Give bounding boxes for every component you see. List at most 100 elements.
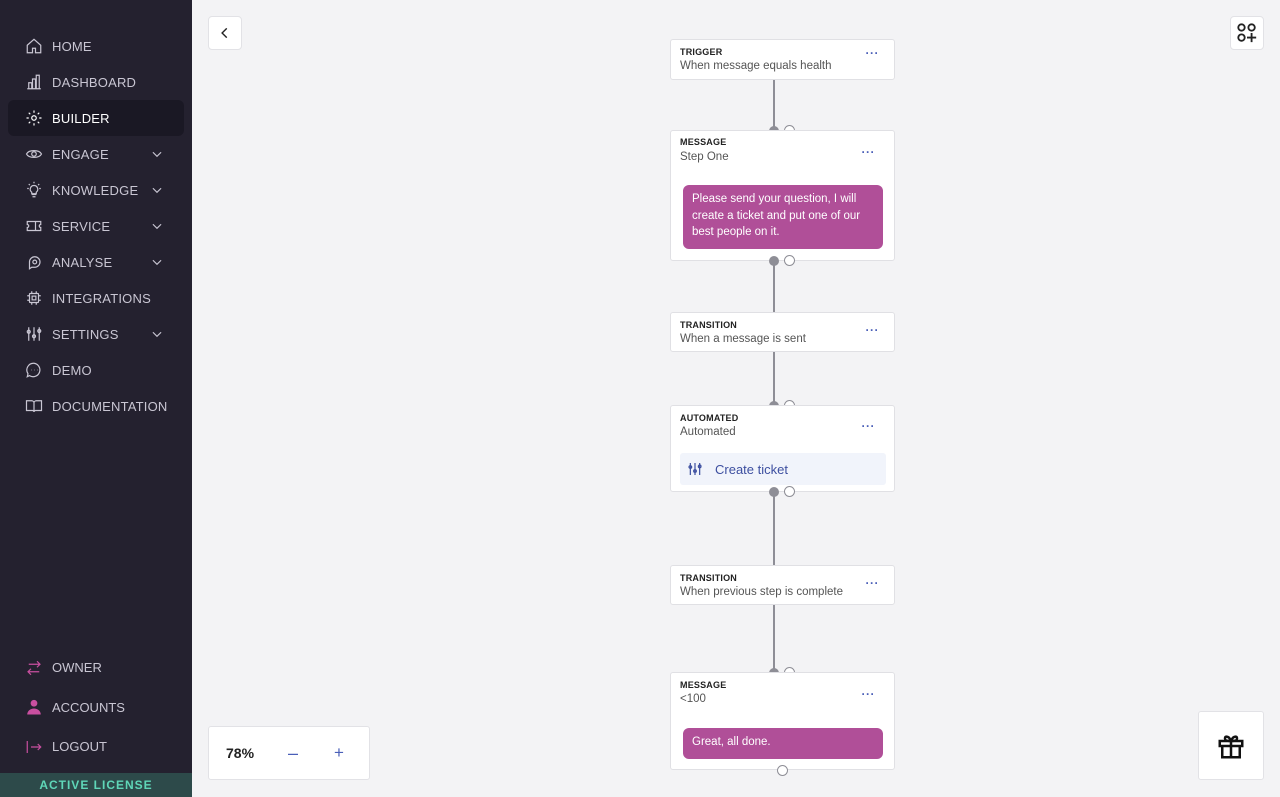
sidebar-item-service[interactable]: SERVICE	[8, 208, 184, 244]
card-type-label: TRANSITION	[680, 320, 737, 330]
transition-card[interactable]: TRANSITION When a message is sent ···	[670, 312, 895, 352]
card-subtitle: When a message is sent	[680, 333, 806, 345]
grid-plus-icon	[1236, 22, 1258, 44]
chat-bubble-icon	[25, 361, 43, 379]
sidebar-item-label: DASHBOARD	[52, 74, 137, 90]
gift-button[interactable]	[1198, 711, 1264, 780]
zoom-out-button[interactable]: –	[287, 742, 298, 763]
builder-icon	[25, 109, 43, 127]
zoom-in-button[interactable]: +	[334, 743, 344, 762]
home-icon	[25, 37, 43, 55]
connector-dot-open[interactable]	[777, 765, 788, 776]
sidebar-item-label: OWNER	[52, 660, 102, 676]
transition-card[interactable]: TRANSITION When previous step is complet…	[670, 565, 895, 605]
book-icon	[25, 397, 43, 415]
connector-line	[773, 492, 775, 565]
card-type-label: AUTOMATED	[680, 413, 739, 423]
sidebar-item-label: SERVICE	[52, 218, 111, 234]
connector-dot-open[interactable]	[784, 486, 795, 497]
analyse-icon	[25, 253, 43, 271]
create-ticket-action[interactable]: Create ticket	[680, 453, 886, 485]
message-card[interactable]: MESSAGE Step One ··· Please send your qu…	[670, 130, 895, 261]
sliders-icon	[688, 463, 702, 475]
card-subtitle: <100	[680, 693, 706, 705]
card-type-label: TRANSITION	[680, 573, 737, 583]
sidebar-nav: HOME DASHBOARD BUILDER ENGAGE KNOWLEDGE …	[8, 28, 184, 424]
add-node-button[interactable]	[1230, 16, 1264, 50]
lightbulb-icon	[25, 181, 43, 199]
sidebar-item-label: ANALYSE	[52, 254, 113, 270]
sidebar-item-label: LOGOUT	[52, 739, 107, 755]
connector-line	[773, 605, 775, 672]
chevron-down-icon[interactable]	[150, 219, 164, 233]
sidebar-item-builder[interactable]: BUILDER	[8, 100, 184, 136]
sidebar-item-documentation[interactable]: DOCUMENTATION	[8, 388, 184, 424]
trigger-card[interactable]: TRIGGER When message equals health ···	[670, 39, 895, 80]
action-label: Create ticket	[715, 461, 788, 477]
sidebar-item-owner[interactable]: OWNER	[8, 648, 184, 688]
message-bubble: Great, all done.	[683, 728, 883, 759]
sidebar-item-label: INTEGRATIONS	[52, 290, 151, 306]
chip-icon	[25, 289, 43, 307]
connector-dot-open[interactable]	[784, 255, 795, 266]
sidebar-item-label: ACCOUNTS	[52, 699, 125, 715]
zoom-control: 78% – +	[208, 726, 370, 780]
logout-icon	[25, 738, 43, 756]
sidebar-item-accounts[interactable]: ACCOUNTS	[8, 688, 184, 728]
card-type-label: MESSAGE	[680, 137, 727, 147]
gift-icon	[1216, 731, 1246, 761]
sidebar-item-label: KNOWLEDGE	[52, 182, 139, 198]
zoom-level: 78%	[226, 745, 255, 761]
chevron-left-icon	[218, 26, 232, 40]
sidebar-item-label: DEMO	[52, 362, 92, 378]
more-options-icon[interactable]: ···	[861, 145, 875, 159]
swap-arrows-icon	[25, 659, 43, 677]
card-subtitle: When previous step is complete	[680, 586, 843, 598]
eye-icon	[25, 145, 43, 163]
message-card[interactable]: MESSAGE <100 ··· Great, all done.	[670, 672, 895, 770]
sidebar-item-engage[interactable]: ENGAGE	[8, 136, 184, 172]
sidebar-item-knowledge[interactable]: KNOWLEDGE	[8, 172, 184, 208]
ticket-icon	[25, 217, 43, 235]
chevron-down-icon[interactable]	[150, 255, 164, 269]
connector-line	[773, 352, 775, 405]
connector-dot-filled	[769, 256, 779, 266]
sidebar-item-integrations[interactable]: INTEGRATIONS	[8, 280, 184, 316]
card-type-label: TRIGGER	[680, 47, 723, 57]
card-type-label: MESSAGE	[680, 680, 727, 690]
sidebar-item-analyse[interactable]: ANALYSE	[8, 244, 184, 280]
card-subtitle: When message equals health	[680, 60, 832, 72]
chevron-down-icon[interactable]	[150, 183, 164, 197]
more-options-icon[interactable]: ···	[865, 46, 879, 60]
card-subtitle: Step One	[680, 151, 729, 163]
message-bubble: Please send your question, I will create…	[683, 185, 883, 249]
sidebar-item-logout[interactable]: LOGOUT	[8, 727, 184, 767]
sidebar-item-settings[interactable]: SETTINGS	[8, 316, 184, 352]
sidebar-item-label: SETTINGS	[52, 326, 119, 342]
sidebar-item-demo[interactable]: DEMO	[8, 352, 184, 388]
sidebar-bottom-nav: OWNER ACCOUNTS LOGOUT	[8, 648, 184, 767]
chevron-down-icon[interactable]	[150, 327, 164, 341]
connector-line	[773, 261, 775, 312]
more-options-icon[interactable]: ···	[861, 419, 875, 433]
more-options-icon[interactable]: ···	[861, 687, 875, 701]
bar-chart-icon	[25, 73, 43, 91]
user-icon	[25, 698, 43, 716]
license-status-badge: ACTIVE LICENSE	[0, 773, 192, 797]
connector-line	[773, 80, 775, 130]
chevron-down-icon[interactable]	[150, 147, 164, 161]
back-button[interactable]	[208, 16, 242, 50]
sliders-icon	[25, 325, 43, 343]
sidebar-item-label: DOCUMENTATION	[52, 398, 168, 414]
automated-card[interactable]: AUTOMATED Automated ··· Create ticket	[670, 405, 895, 492]
more-options-icon[interactable]: ···	[865, 576, 879, 590]
sidebar: HOME DASHBOARD BUILDER ENGAGE KNOWLEDGE …	[0, 0, 192, 797]
card-subtitle: Automated	[680, 426, 736, 438]
more-options-icon[interactable]: ···	[865, 323, 879, 337]
sidebar-item-home[interactable]: HOME	[8, 28, 184, 64]
sidebar-item-label: BUILDER	[52, 110, 110, 126]
sidebar-item-label: ENGAGE	[52, 146, 109, 162]
sidebar-item-dashboard[interactable]: DASHBOARD	[8, 64, 184, 100]
connector-dot-filled	[769, 487, 779, 497]
sidebar-item-label: HOME	[52, 38, 92, 54]
